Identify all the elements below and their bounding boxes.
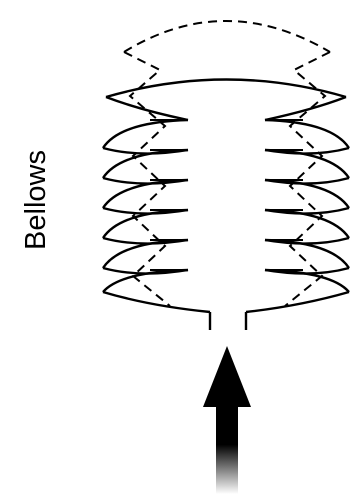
arrow-head (203, 346, 251, 407)
bellows-right-folds (245, 95, 351, 314)
dashed-dome (123, 20, 331, 53)
inlet-pipe (208, 312, 248, 330)
dashed-expanded-outline (123, 20, 331, 307)
bellows-inner-ridges (150, 119, 303, 271)
bellows-top (105, 78, 347, 99)
arrow-shaft (216, 404, 238, 494)
dashed-right-wall (284, 51, 331, 307)
upward-arrow (203, 346, 251, 494)
bellows-left-folds (101, 95, 211, 314)
bellows-label: Bellows (20, 150, 52, 250)
dashed-left-wall (123, 51, 171, 307)
bellows-outline (101, 78, 351, 314)
